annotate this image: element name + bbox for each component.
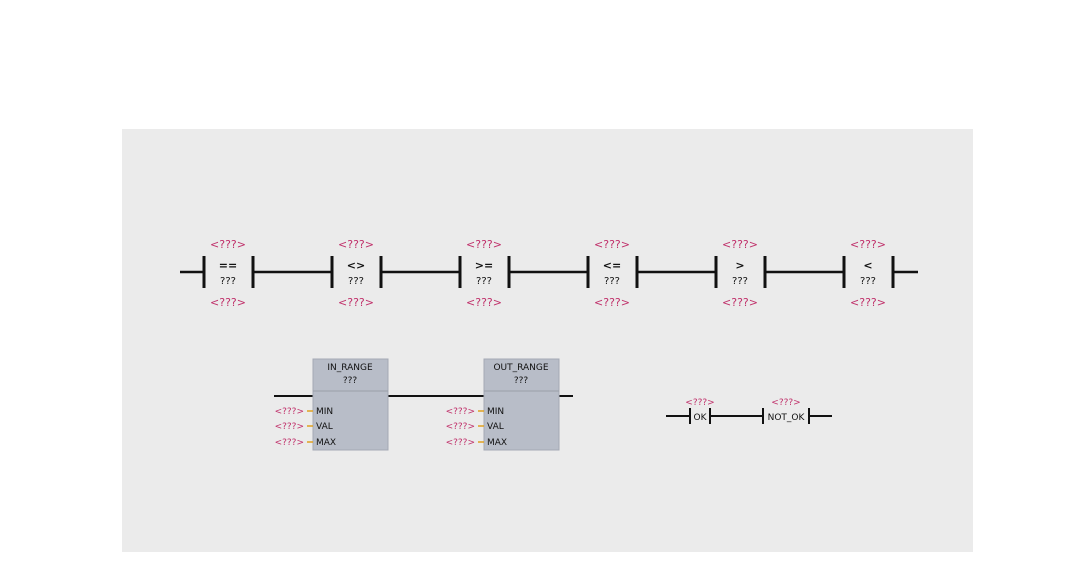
pin-min[interactable]: <???> MIN <box>446 407 505 417</box>
pin-label: VAL <box>316 422 333 432</box>
comparator-type: ??? <box>732 276 748 287</box>
pin-min[interactable]: <???> MIN <box>275 407 334 417</box>
pin-value[interactable]: <???> <box>446 407 475 417</box>
comparator-operator: >= <box>475 259 493 272</box>
comparator-input1[interactable]: <???> <box>850 238 886 251</box>
contact-not-ok[interactable]: <???> NOT_OK <box>762 398 810 424</box>
pin-value[interactable]: <???> <box>446 422 475 432</box>
contact-operand[interactable]: <???> <box>685 398 714 408</box>
comparator-operator: == <box>219 259 237 272</box>
pin-value[interactable]: <???> <box>446 438 475 448</box>
comparator-type: ??? <box>860 276 876 287</box>
pin-label: MAX <box>316 438 336 448</box>
comparator-ge[interactable]: <???> >= ??? <???> <box>458 238 511 309</box>
comparator-operator: <> <box>347 259 365 272</box>
pin-val[interactable]: <???> VAL <box>275 422 333 432</box>
comparator-eq[interactable]: <???> == ??? <???> <box>202 238 255 309</box>
comparator-type: ??? <box>604 276 620 287</box>
comparator-operator: > <box>735 259 744 272</box>
comparator-input1[interactable]: <???> <box>466 238 502 251</box>
pin-value[interactable]: <???> <box>275 407 304 417</box>
box-title: OUT_RANGE <box>493 363 548 373</box>
contact-ok[interactable]: <???> OK <box>685 398 715 424</box>
comparator-input2[interactable]: <???> <box>466 296 502 309</box>
comparator-type: ??? <box>476 276 492 287</box>
comparator-input2[interactable]: <???> <box>722 296 758 309</box>
comparator-input2[interactable]: <???> <box>594 296 630 309</box>
comparator-operator: <= <box>603 259 621 272</box>
contact-label: OK <box>694 413 708 423</box>
pin-label: VAL <box>487 422 504 432</box>
comparator-input2[interactable]: <???> <box>850 296 886 309</box>
pin-value[interactable]: <???> <box>275 422 304 432</box>
ladder-panel: <???> == ??? <???> <???> <> ??? <???> <?… <box>122 129 973 552</box>
pin-label: MIN <box>487 407 504 417</box>
pin-val[interactable]: <???> VAL <box>446 422 504 432</box>
contact-label: NOT_OK <box>768 413 806 423</box>
comparator-rung: <???> == ??? <???> <???> <> ??? <???> <?… <box>180 238 918 309</box>
status-rung: <???> OK <???> NOT_OK <box>666 398 832 424</box>
comparator-input1[interactable]: <???> <box>338 238 374 251</box>
comparator-type: ??? <box>348 276 364 287</box>
contact-operand[interactable]: <???> <box>771 398 800 408</box>
pin-value[interactable]: <???> <box>275 438 304 448</box>
box-type: ??? <box>514 376 529 386</box>
in-range-box[interactable]: IN_RANGE ??? <???> MIN <???> VAL <???> M… <box>275 358 389 451</box>
comparator-input1[interactable]: <???> <box>594 238 630 251</box>
ladder-diagram: <???> == ??? <???> <???> <> ??? <???> <?… <box>180 238 918 451</box>
pin-label: MAX <box>487 438 507 448</box>
box-title: IN_RANGE <box>327 363 373 373</box>
comparator-input1[interactable]: <???> <box>722 238 758 251</box>
comparator-input2[interactable]: <???> <box>338 296 374 309</box>
pin-max[interactable]: <???> MAX <box>275 438 337 448</box>
comparator-gt[interactable]: <???> > ??? <???> <box>714 238 767 309</box>
comparator-operator: < <box>863 259 872 272</box>
comparator-type: ??? <box>220 276 236 287</box>
range-rung: IN_RANGE ??? <???> MIN <???> VAL <???> M… <box>274 358 573 451</box>
box-type: ??? <box>343 376 358 386</box>
comparator-lt[interactable]: <???> < ??? <???> <box>842 238 895 309</box>
comparator-le[interactable]: <???> <= ??? <???> <box>586 238 639 309</box>
comparator-ne[interactable]: <???> <> ??? <???> <box>330 238 383 309</box>
pin-label: MIN <box>316 407 333 417</box>
comparator-input2[interactable]: <???> <box>210 296 246 309</box>
pin-max[interactable]: <???> MAX <box>446 438 508 448</box>
comparator-input1[interactable]: <???> <box>210 238 246 251</box>
out-range-box[interactable]: OUT_RANGE ??? <???> MIN <???> VAL <???> … <box>446 358 560 451</box>
